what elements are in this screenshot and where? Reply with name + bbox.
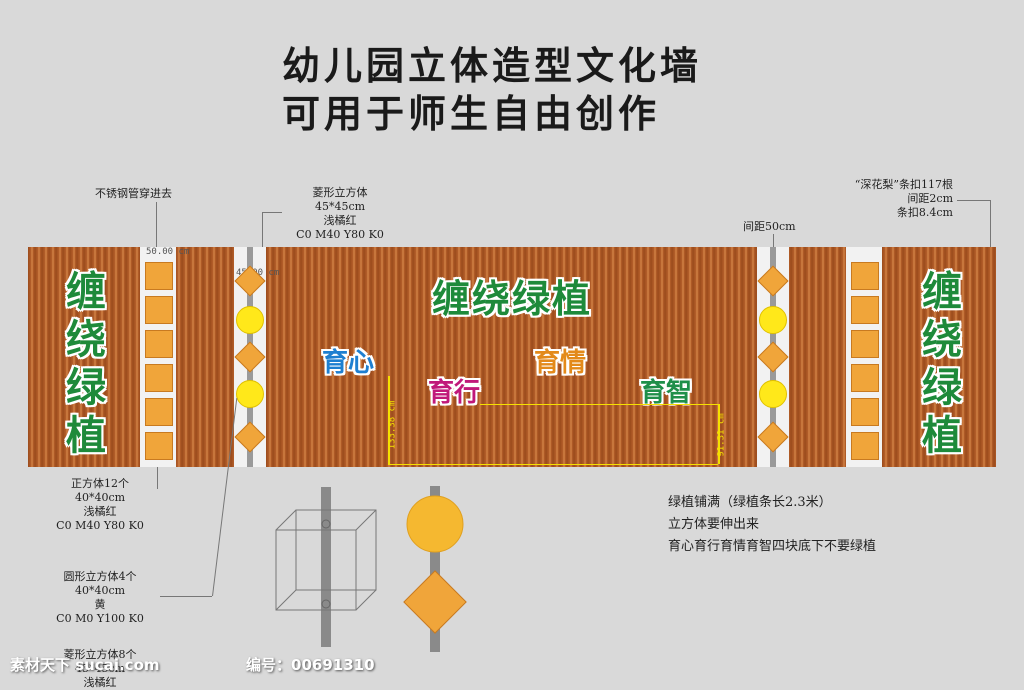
diamond2-note-title: 菱形立方体8个	[63, 648, 137, 661]
square-cube	[851, 330, 879, 358]
square-note-cmyk: C0 M40 Y80 K0	[56, 519, 144, 532]
dim-133cm: 133.38 cm	[387, 400, 398, 450]
round-note-size: 40*40cm	[74, 584, 126, 597]
round-note-cmyk: C0 M0 Y100 K0	[56, 612, 144, 625]
left-char: 绿	[66, 365, 106, 411]
watermark-code-value: 00691310	[291, 656, 375, 674]
cube-wireframe-diagram	[275, 487, 377, 647]
note-line: 绿植铺满（绿植条长2.3米）	[668, 495, 832, 510]
dim-line-h2	[718, 404, 720, 464]
right-char: 植	[922, 413, 962, 459]
round-note-title: 圆形立方体4个	[63, 570, 137, 583]
diamond-note-cmyk: C0 M40 Y80 K0	[296, 228, 384, 241]
square-cube	[145, 296, 173, 324]
left-vertical-text: 缠 绕 绿 植	[62, 268, 110, 460]
right-char: 绿	[922, 365, 962, 411]
square-cube	[145, 262, 173, 290]
round-note: 圆形立方体4个 40*40cm 黄 C0 M0 Y100 K0	[40, 570, 160, 626]
diamond-leader-h	[262, 212, 282, 214]
square-leader	[157, 467, 159, 489]
page-title-line1: 幼儿园立体造型文化墙	[282, 44, 703, 88]
bottom-notes: 绿植铺满（绿植条长2.3米） 立方体要伸出来 育心育行育情育智四块底下不要绿植	[668, 492, 876, 558]
wireframe-cube	[275, 509, 377, 611]
square-cube	[851, 262, 879, 290]
round-cube	[236, 380, 264, 408]
pipe-leader	[156, 202, 158, 248]
label-yuzhi: 育智	[640, 378, 693, 408]
strip-note-gap: 间距2cm	[907, 192, 953, 205]
diamond2-note: 菱形立方体8个 45*45cm 浅橘红	[40, 648, 160, 690]
watermark-code-label: 编号：	[246, 656, 292, 674]
diamond-cube-detail	[403, 570, 467, 634]
diamond-note: 菱形立方体 45*45cm 浅橘红 C0 M40 Y80 K0	[280, 186, 400, 242]
right-char: 绕	[922, 317, 962, 363]
spacing-leader	[773, 234, 775, 248]
pipe-section	[430, 486, 440, 652]
square-note-color: 浅橘红	[83, 505, 117, 518]
label-yuqing: 育情	[534, 348, 587, 378]
watermark-site: 素材天下 sucai.com	[10, 656, 160, 674]
dim-baseline	[388, 464, 718, 465]
spacing-note: 间距50cm	[743, 220, 796, 233]
dim-line-h1	[388, 376, 390, 464]
right-char: 缠	[922, 269, 962, 315]
diamond2-note-size: 45*45cm	[74, 662, 126, 675]
right-vertical-text: 缠 绕 绿 植	[918, 268, 966, 460]
note-line: 立方体要伸出来	[668, 517, 760, 532]
strip-leader-h	[957, 200, 991, 202]
pipe-note: 不锈钢管穿进去	[95, 187, 172, 200]
left-char: 绕	[66, 317, 106, 363]
dim-50cm: 50.00 cm	[146, 247, 190, 257]
diamond-note-color: 浅橘红	[323, 214, 357, 227]
strip-note-width: 条扣8.4cm	[896, 206, 953, 219]
square-cube	[145, 330, 173, 358]
strip-note: “深花梨”条扣117根 间距2cm 条扣8.4cm	[808, 178, 953, 220]
diamond-note-size: 45*45cm	[314, 200, 366, 213]
left-char: 缠	[66, 269, 106, 315]
note-line: 育心育行育情育智四块底下不要绿植	[668, 539, 877, 554]
pipe-hole-top	[321, 519, 331, 529]
square-cube	[145, 364, 173, 392]
strip-leader-v	[990, 200, 992, 248]
dim-91cm: 91.31 cm	[716, 413, 727, 457]
round-cube-detail	[406, 495, 464, 553]
left-char: 植	[66, 413, 106, 459]
square-cube	[145, 398, 173, 426]
wood-strip-wall	[28, 247, 996, 467]
diamond-leader-v	[262, 212, 264, 248]
diamond-note-title: 菱形立方体	[312, 186, 368, 199]
round-cube	[236, 306, 264, 334]
pipe-section	[321, 487, 331, 647]
round-cube	[759, 380, 787, 408]
strip-note-name: “深花梨”条扣117根	[854, 178, 953, 191]
dim-topline	[480, 404, 718, 405]
square-note-title: 正方体12个	[71, 477, 129, 490]
center-heading: 缠绕绿植	[432, 277, 593, 321]
square-cube	[851, 398, 879, 426]
label-yuxing: 育行	[428, 378, 481, 408]
square-note-size: 40*40cm	[74, 491, 126, 504]
round-cube	[759, 306, 787, 334]
cube-detail-diagram	[403, 486, 467, 652]
pipe-hole-bottom	[321, 599, 331, 609]
square-note: 正方体12个 40*40cm 浅橘红 C0 M40 Y80 K0	[40, 477, 160, 533]
page-title-line2: 可用于师生自由创作	[282, 92, 661, 136]
square-cube	[851, 364, 879, 392]
diamond2-note-color: 浅橘红	[83, 676, 117, 689]
square-cube	[851, 296, 879, 324]
label-yuxin: 育心	[322, 348, 375, 378]
round-note-color: 黄	[94, 598, 106, 611]
watermark-code: 编号：00691310	[246, 654, 375, 675]
square-cube	[851, 432, 879, 460]
square-cube	[145, 432, 173, 460]
round-leader-h	[160, 596, 212, 598]
